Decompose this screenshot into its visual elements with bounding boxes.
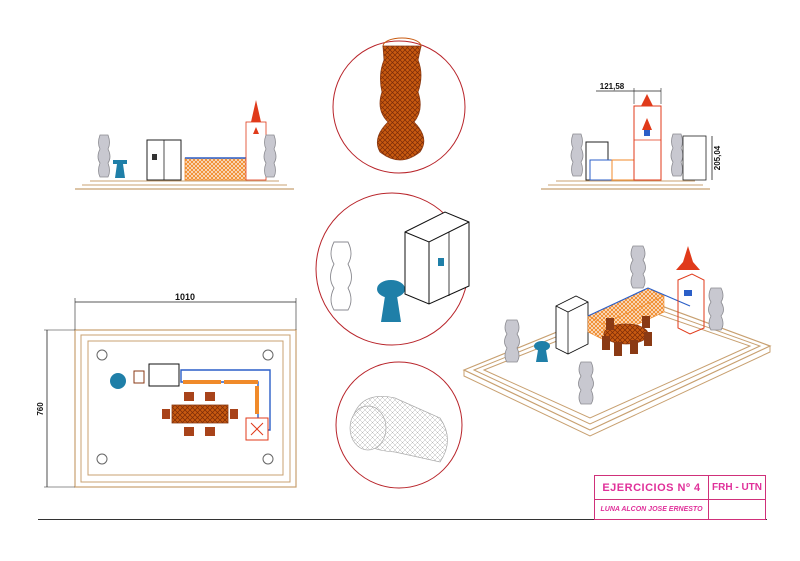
detail-circle-column (332, 37, 466, 174)
range-hood-icon (676, 246, 705, 335)
sheet-baseline (38, 519, 767, 520)
title-block: EJERCICIOS Nº 4 FRH - UTN LUNA ALCON JOS… (594, 475, 766, 520)
dim-elev-height: 205,04 (713, 145, 722, 170)
fridge-icon (555, 295, 589, 355)
column-icon (263, 134, 277, 178)
fridge-icon (146, 139, 182, 181)
side-table-icon (113, 160, 127, 178)
front-elevation-left (75, 100, 294, 190)
detail-circle-chair (335, 361, 463, 489)
dining-table-icon (162, 392, 238, 436)
title-block-author: LUNA ALCON JOSE ERNESTO (595, 500, 709, 519)
isometric-view (462, 245, 772, 437)
side-elevation-right (541, 88, 713, 190)
fridge-side-icon (585, 141, 635, 181)
range-hood-icon (245, 100, 267, 181)
range-hood-icon (633, 94, 662, 181)
dining-table-icon (602, 316, 652, 356)
floor-plan (44, 298, 297, 488)
title-block-organization: FRH - UTN (709, 476, 765, 500)
column-icon (570, 133, 584, 177)
column-icon (670, 133, 684, 177)
stool-icon (110, 373, 126, 389)
dim-hood-width: 121,58 (600, 82, 625, 91)
fridge-icon (404, 211, 470, 305)
title-block-title: EJERCICIOS Nº 4 (595, 476, 709, 500)
title-block-empty-cell (709, 500, 765, 519)
dim-plan-width: 1010 (175, 292, 195, 302)
stool-icon (534, 341, 550, 362)
counter-elevation (184, 157, 248, 181)
fridge-icon (148, 363, 180, 387)
dim-plan-height: 760 (36, 402, 45, 416)
stool-icon (377, 280, 405, 322)
column-icon (330, 241, 352, 311)
column-icon (504, 245, 724, 405)
column-icon (97, 134, 111, 178)
detail-circle-fridge (315, 192, 470, 346)
